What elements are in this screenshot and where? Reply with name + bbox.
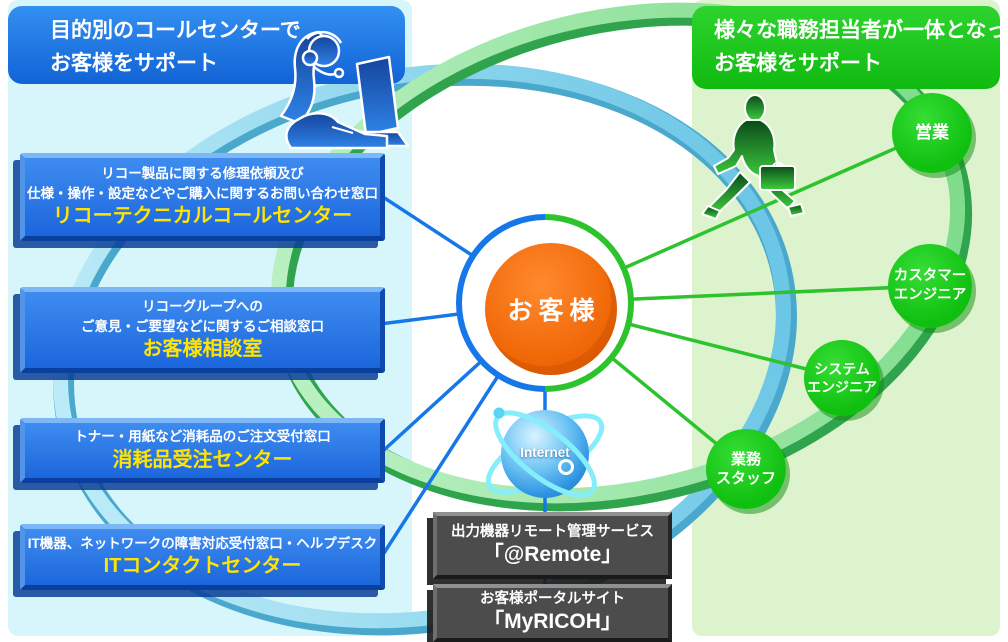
box-title: お客様相談室 [142,338,263,361]
call-center-box-technical: リコー製品に関する修理依頼及び 仕様・操作・設定などやご購入に関するお問い合わせ… [20,153,385,241]
internet-globe-icon [485,407,605,498]
role-circle-sales: 営業 [892,93,972,173]
role-label: 営業 [915,122,949,142]
role-label-line1: 業務 [730,450,761,468]
service-name: 「MyRICOH」 [483,610,622,634]
running-businessman-icon [701,94,805,220]
role-label-line2: エンジニア [893,287,967,303]
box-description: トナー・用紙など消耗品のご注文受付窓口 [74,429,331,445]
service-box-atremote: 出力機器リモート管理サービス 「@Remote」 [433,512,672,579]
box-description: リコーグループへの [142,298,263,314]
role-circle-system-engineer: システム エンジニア [804,340,880,416]
service-description: 出力機器リモート管理サービス [451,523,654,540]
staff-banner: 様々な職務担当者が一体となって お客様をサポート [692,6,1008,89]
service-description: お客様ポータルサイト [480,591,625,608]
call-center-box-it-contact: IT機器、ネットワークの障害対応受付窓口・ヘルプデスク ITコンタクトセンター [20,524,385,590]
customer-circle: お客様 [456,214,634,392]
staff-banner-line1: 様々な職務担当者が一体となって [714,19,1008,42]
internet-label: Internet [520,445,570,460]
box-title: 消耗品受注センター [112,448,293,471]
box-description: 仕様・操作・設定などやご購入に関するお問い合わせ窓口 [27,185,378,201]
role-label-line2: スタッフ [715,470,776,487]
role-label-line2: エンジニア [807,379,877,395]
box-description: ご意見・ご要望などに関するご相談窓口 [81,318,324,334]
role-circle-operations-staff: 業務 スタッフ [706,429,786,509]
staff-banner-line2: お客様をサポート [714,51,882,75]
call-center-banner-line1: 目的別のコールセンターで [50,19,301,42]
call-center-banner-line2: お客様をサポート [50,51,218,75]
service-name: 「@Remote」 [482,542,623,566]
call-center-box-supplies: トナー・用紙など消耗品のご注文受付窓口 消耗品受注センター [20,418,385,483]
role-label-line1: システム [814,360,870,377]
box-title: リコーテクニカルコールセンター [52,205,353,228]
customer-label: お客様 [485,243,617,375]
box-description: IT機器、ネットワークの障害対応受付窓口・ヘルプデスク [27,535,378,551]
role-circle-customer-engineer: カスタマー エンジニア [888,244,972,328]
role-label-line1: カスタマー [893,268,967,285]
box-title: ITコンタクトセンター [103,555,302,578]
call-center-operator-icon [279,30,410,150]
service-box-myricoh: お客様ポータルサイト 「MyRICOH」 [433,584,672,642]
customer-circle-ring: お客様 [462,220,628,386]
box-description: リコー製品に関する修理依頼及び [101,165,304,181]
call-center-box-consultation: リコーグループへの ご意見・ご要望などに関するご相談窓口 お客様相談室 [20,287,385,373]
